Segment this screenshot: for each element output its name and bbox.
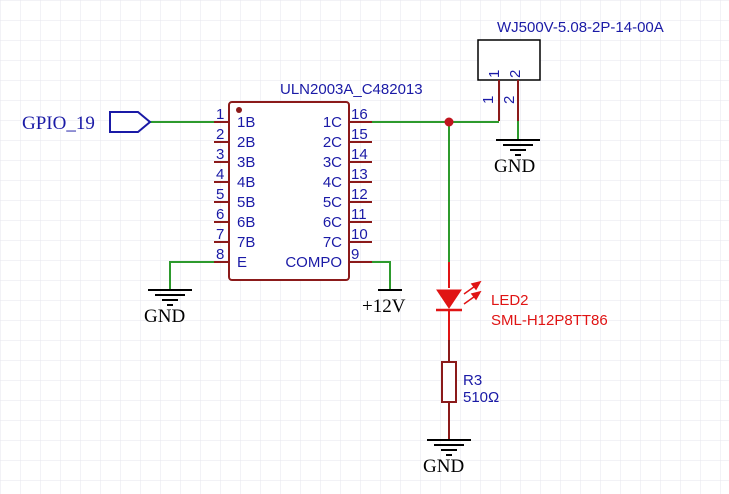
ic-pin-number-13: 13 <box>351 166 368 183</box>
connector-pin1-number: 1 <box>480 96 497 104</box>
ic-pin-number-14: 14 <box>351 146 368 163</box>
ic-pin-number-1: 1 <box>216 106 224 123</box>
ic-pin-name-8: E <box>237 254 247 271</box>
led-designator: LED2 <box>491 292 529 309</box>
ic-pin-number-6: 6 <box>216 206 224 223</box>
net-port-shape <box>109 111 152 133</box>
ic-pin-number-5: 5 <box>216 186 224 203</box>
gnd-label-connector: GND <box>494 156 535 177</box>
power-12v-symbol: +12V <box>362 289 406 317</box>
gpio-net-port[interactable]: GPIO_19 <box>22 111 152 134</box>
connector-pin2-number: 2 <box>501 96 518 104</box>
ic-pin-name-1: 1B <box>237 114 255 131</box>
ic-pin-name-10: 7C <box>323 234 342 251</box>
ic-pin-number-12: 12 <box>351 186 368 203</box>
ic-pin-number-7: 7 <box>216 226 224 243</box>
ic-pin-name-9: COMPO <box>285 254 342 271</box>
ic-pin-number-9: 9 <box>351 246 359 263</box>
gpio-net-label: GPIO_19 <box>22 113 95 134</box>
gnd-symbol-resistor: GND <box>423 439 471 477</box>
ic-pin-name-2: 2B <box>237 134 255 151</box>
gnd-symbol-ic: GND <box>144 289 192 327</box>
ic-pin-number-10: 10 <box>351 226 368 243</box>
ic-pin-name-7: 7B <box>237 234 255 251</box>
connector-j[interactable]: WJ500V-5.08-2P-14-00A 1 2 1 2 <box>477 19 664 121</box>
led-component[interactable]: LED2 SML-H12P8TT86 <box>436 262 608 340</box>
ic-pin-name-11: 6C <box>323 214 342 231</box>
led-part: SML-H12P8TT86 <box>491 312 608 329</box>
wire-compo-12v <box>372 261 391 290</box>
led-emission-arrows <box>463 280 482 305</box>
wire-e-gnd <box>169 261 214 290</box>
connector-pin1-name: 1 <box>486 70 503 78</box>
junction-dot <box>444 117 454 127</box>
ic-pin-name-12: 5C <box>323 194 342 211</box>
resistor-r3[interactable]: R3 510Ω <box>441 340 499 440</box>
resistor-designator: R3 <box>463 372 482 389</box>
ic-pin-name-15: 2C <box>323 134 342 151</box>
ic-pin-name-6: 6B <box>237 214 255 231</box>
connector-part-label: WJ500V-5.08-2P-14-00A <box>497 19 664 36</box>
ic-pin-number-15: 15 <box>351 126 368 143</box>
ic-body <box>228 101 350 281</box>
ic-pin-name-16: 1C <box>323 114 342 131</box>
ic-pin-number-4: 4 <box>216 166 224 183</box>
ic-pin-number-2: 2 <box>216 126 224 143</box>
wires <box>150 121 519 290</box>
resistor-body <box>441 361 457 403</box>
connector-body <box>477 39 541 81</box>
ic-right-pins: 16 1C 15 2C 14 3C 13 4C 12 5C 11 6C 10 7C 9 COMPO <box>285 106 372 271</box>
ic-pin-name-4: 4B <box>237 174 255 191</box>
ic-pin-number-16: 16 <box>351 106 368 123</box>
ic-pin-number-11: 11 <box>351 206 367 223</box>
ic-pin-name-13: 4C <box>323 174 342 191</box>
ic-pin1-marker <box>236 107 242 113</box>
gnd-symbol-connector: GND <box>494 139 540 177</box>
gnd-label-ic: GND <box>144 306 185 327</box>
vcc-label: +12V <box>362 296 406 317</box>
led-triangle <box>436 289 462 309</box>
ic-pin-name-5: 5B <box>237 194 255 211</box>
ic-pin-name-3: 3B <box>237 154 255 171</box>
resistor-value: 510Ω <box>463 389 499 406</box>
ic-pin-number-3: 3 <box>216 146 224 163</box>
ic-pin-number-8: 8 <box>216 246 224 263</box>
ic-part-label: ULN2003A_C482013 <box>280 81 423 98</box>
gnd-label-resistor: GND <box>423 456 464 477</box>
connector-pin2-name: 2 <box>507 70 524 78</box>
ic-pin-name-14: 3C <box>323 154 342 171</box>
